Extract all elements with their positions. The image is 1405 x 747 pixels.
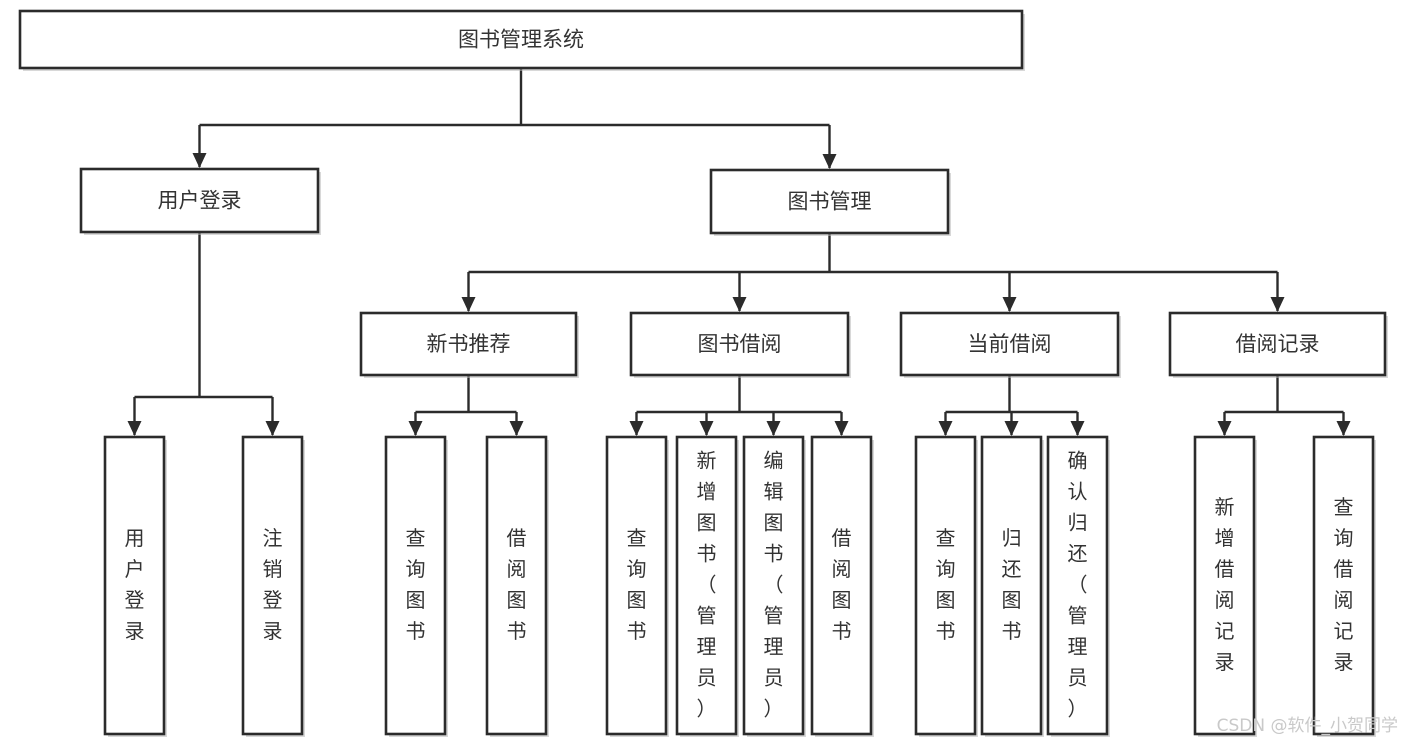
arrow-head-icon	[509, 421, 524, 436]
node-rect[interactable]	[1046, 435, 1109, 736]
node-label: 借阅图书	[507, 526, 527, 643]
node-leaf-logout[interactable]: 注销登录	[241, 435, 305, 737]
node-leaf-edit-book[interactable]: 编辑图书（管理员）	[742, 435, 806, 737]
node-leaf-query-book-current[interactable]: 查询图书	[914, 435, 978, 737]
node-rect[interactable]	[241, 435, 304, 736]
node-label: 新增借阅记录	[1215, 495, 1235, 674]
node-label: 图书借阅	[698, 332, 782, 356]
arrow-head-icon	[732, 297, 747, 312]
node-leaf-add-record[interactable]: 新增借阅记录	[1193, 435, 1257, 737]
node-leaf-borrow-book-rec[interactable]: 借阅图书	[485, 435, 549, 737]
node-new-book-recommend[interactable]: 新书推荐	[359, 311, 579, 378]
node-rect[interactable]	[359, 311, 578, 377]
node-rect[interactable]	[384, 435, 447, 736]
arrow-head-icon	[1070, 421, 1085, 436]
node-rect[interactable]	[980, 435, 1043, 736]
node-label: 当前借阅	[968, 332, 1052, 356]
node-rect[interactable]	[79, 167, 320, 234]
arrow-head-icon	[1270, 297, 1285, 312]
arrow-head-icon	[822, 154, 837, 169]
arrow-head-icon	[699, 421, 714, 436]
arrow-head-icon	[408, 421, 423, 436]
node-book-borrow[interactable]: 图书借阅	[629, 311, 851, 378]
node-rect[interactable]	[103, 435, 166, 736]
arrow-head-icon	[192, 153, 207, 168]
node-current-borrow[interactable]: 当前借阅	[899, 311, 1121, 378]
arrow-head-icon	[1004, 421, 1019, 436]
node-label: 借阅图书	[832, 526, 852, 643]
node-leaf-confirm-return[interactable]: 确认归还（管理员）	[1046, 435, 1110, 737]
node-rect[interactable]	[485, 435, 548, 736]
arrow-head-icon	[1217, 421, 1232, 436]
node-label: 查询图书	[627, 526, 647, 643]
arrow-head-icon	[629, 421, 644, 436]
node-label: 查询图书	[936, 526, 956, 643]
node-rect[interactable]	[742, 435, 805, 736]
node-rect[interactable]	[605, 435, 668, 736]
node-leaf-query-record[interactable]: 查询借阅记录	[1312, 435, 1376, 737]
node-leaf-return-book[interactable]: 归还图书	[980, 435, 1044, 737]
connector-layer	[127, 68, 1351, 436]
node-user-login[interactable]: 用户登录	[79, 167, 321, 235]
node-label: 用户登录	[125, 526, 145, 643]
arrow-head-icon	[1336, 421, 1351, 436]
node-label: 编辑图书（管理员）	[764, 448, 784, 720]
node-book-manage[interactable]: 图书管理	[709, 168, 951, 236]
node-layer: 图书管理系统用户登录图书管理新书推荐图书借阅当前借阅借阅记录用户登录注销登录查询…	[18, 9, 1388, 737]
node-leaf-add-book[interactable]: 新增图书（管理员）	[675, 435, 739, 737]
node-borrow-record[interactable]: 借阅记录	[1168, 311, 1388, 378]
node-root[interactable]: 图书管理系统	[18, 9, 1025, 71]
node-label: 借阅记录	[1236, 332, 1320, 356]
node-label: 图书管理系统	[458, 28, 584, 52]
node-rect[interactable]	[1193, 435, 1256, 736]
node-label: 归还图书	[1002, 526, 1022, 643]
node-leaf-borrow-book[interactable]: 借阅图书	[810, 435, 874, 737]
node-rect[interactable]	[914, 435, 977, 736]
node-leaf-query-book-borrow[interactable]: 查询图书	[605, 435, 669, 737]
node-rect[interactable]	[629, 311, 850, 377]
csdn-watermark: CSDN @软件_小贺同学	[1217, 716, 1398, 736]
node-label: 查询图书	[406, 526, 426, 643]
arrow-head-icon	[834, 421, 849, 436]
arrow-head-icon	[1002, 297, 1017, 312]
node-label: 用户登录	[158, 189, 242, 213]
node-label: 图书管理	[788, 190, 872, 214]
node-rect[interactable]	[810, 435, 873, 736]
node-label: 新书推荐	[427, 332, 511, 356]
node-label: 查询借阅记录	[1334, 495, 1354, 674]
node-label: 确认归还（管理员）	[1068, 448, 1088, 720]
arrow-head-icon	[766, 421, 781, 436]
node-rect[interactable]	[899, 311, 1120, 377]
arrow-head-icon	[461, 297, 476, 312]
node-rect[interactable]	[1168, 311, 1387, 377]
node-rect[interactable]	[709, 168, 950, 235]
arrow-head-icon	[127, 421, 142, 436]
arrow-head-icon	[938, 421, 953, 436]
node-leaf-query-book-rec[interactable]: 查询图书	[384, 435, 448, 737]
node-label: 新增图书（管理员）	[697, 448, 717, 720]
node-leaf-user-login[interactable]: 用户登录	[103, 435, 167, 737]
arrow-head-icon	[265, 421, 280, 436]
node-label: 注销登录	[263, 526, 283, 643]
node-rect[interactable]	[1312, 435, 1375, 736]
node-rect[interactable]	[18, 9, 1024, 70]
node-rect[interactable]	[675, 435, 738, 736]
